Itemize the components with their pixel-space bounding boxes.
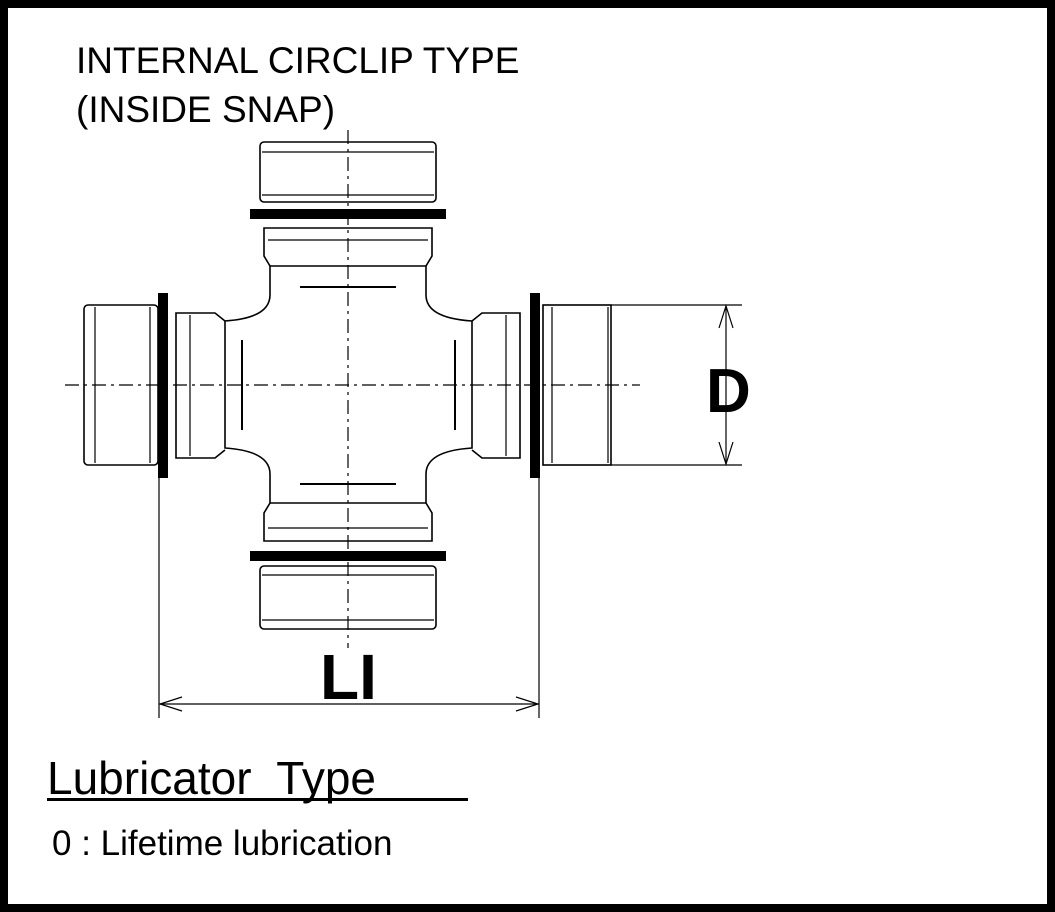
top-cup-neck [263,227,433,267]
lubricator-heading: Lubricator Type [47,752,377,804]
snap-ring-left [158,293,168,478]
d-arrow-bottom [718,441,734,466]
dimension-li-label: LI [320,641,377,713]
bottom-cup-neck [263,502,433,542]
li-arrow-right [515,696,540,712]
li-arrow-left [158,696,183,712]
right-cup-neck [471,312,521,459]
bottom-bearing-cap [259,565,437,630]
lubricator-heading-underline [47,798,468,801]
d-arrow-top [718,304,734,329]
lubricator-item: 0 : Lifetime lubrication [52,824,393,863]
snap-ring-top [250,209,446,219]
top-bearing-cap [259,141,437,203]
left-cup-neck [175,312,226,459]
snap-ring-bottom [250,551,446,561]
snap-ring-right [530,293,540,478]
dimension-d-label: D [706,357,751,426]
title-line-1: INTERNAL CIRCLIP TYPE [76,40,520,81]
right-bearing-cap [542,304,612,466]
title-line-2: (INSIDE SNAP) [76,89,336,130]
